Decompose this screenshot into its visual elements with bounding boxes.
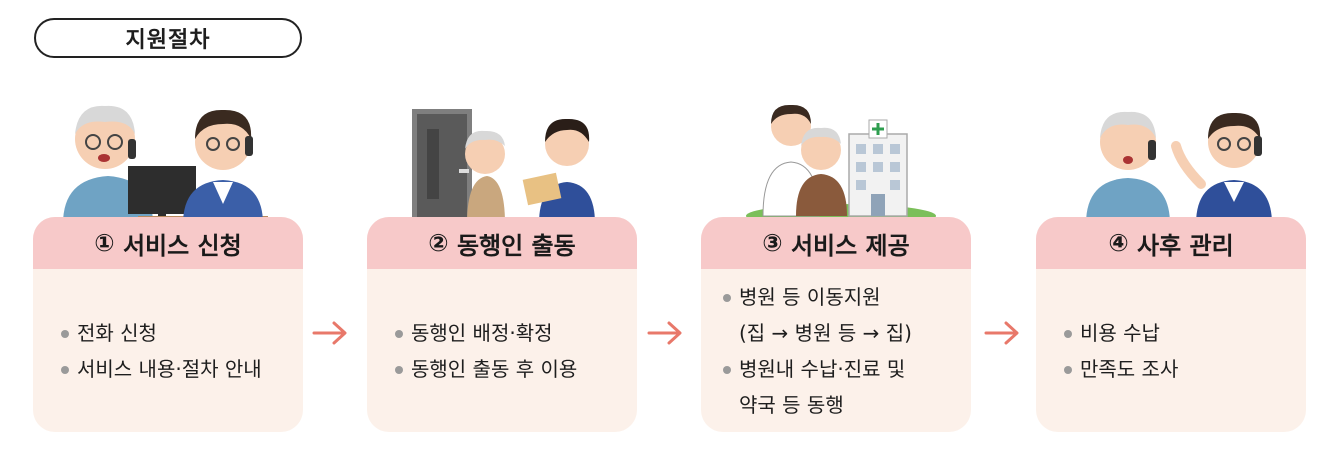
list-item: 만족도 조사 bbox=[1064, 351, 1288, 387]
phone-consultation-illustration bbox=[63, 105, 268, 224]
list-item: 전화 신청 bbox=[61, 315, 285, 351]
bullet-icon bbox=[1064, 365, 1072, 374]
step-card: ① 서비스 신청 전화 신청 서비스 내용·절차 안내 bbox=[33, 217, 303, 432]
step-2: ② 동행인 출동 동행인 배정·확정 동행인 출동 후 이용 bbox=[367, 84, 637, 434]
bullet-icon bbox=[723, 365, 731, 374]
list-item: 병원 등 이동지원 (집 → 병원 등 → 집) bbox=[723, 279, 953, 351]
list-item: 서비스 내용·절차 안내 bbox=[61, 351, 285, 387]
step-3: ③ 서비스 제공 병원 등 이동지원 (집 → 병원 등 → 집) 병원내 수납… bbox=[701, 84, 971, 434]
step-name: 서비스 제공 bbox=[790, 231, 910, 260]
step-name: 사후 관리 bbox=[1137, 231, 1234, 260]
step-card: ③ 서비스 제공 병원 등 이동지원 (집 → 병원 등 → 집) 병원내 수납… bbox=[701, 217, 971, 432]
bullet-icon bbox=[1064, 329, 1072, 338]
arrow-right-icon bbox=[312, 321, 347, 345]
step-number: ② bbox=[428, 229, 449, 257]
step-header: ② 동행인 출동 bbox=[367, 217, 637, 269]
step-number: ④ bbox=[1108, 229, 1129, 257]
step-name: 서비스 신청 bbox=[122, 231, 242, 260]
step-header: ① 서비스 신청 bbox=[33, 217, 303, 269]
step-number: ① bbox=[94, 229, 115, 257]
arrow-right-icon bbox=[647, 321, 682, 345]
step-number: ③ bbox=[762, 229, 783, 257]
door-visit-illustration bbox=[412, 109, 595, 224]
bullet-icon bbox=[395, 365, 403, 374]
bullet-icon bbox=[61, 329, 69, 338]
list-item: 동행인 출동 후 이용 bbox=[395, 351, 619, 387]
bullet-icon bbox=[61, 365, 69, 374]
list-item: 동행인 배정·확정 bbox=[395, 315, 619, 351]
bullet-icon bbox=[723, 293, 731, 302]
arrow-right-icon bbox=[984, 321, 1019, 345]
step-header: ③ 서비스 제공 bbox=[701, 217, 971, 269]
follow-up-call-illustration bbox=[1086, 111, 1272, 224]
hospital-escort-illustration bbox=[746, 104, 936, 224]
step-name: 동행인 출동 bbox=[456, 231, 576, 260]
step-card: ④ 사후 관리 비용 수납 만족도 조사 bbox=[1036, 217, 1306, 432]
list-item: 병원내 수납·진료 및 약국 등 동행 bbox=[723, 351, 953, 423]
step-card: ② 동행인 출동 동행인 배정·확정 동행인 출동 후 이용 bbox=[367, 217, 637, 432]
list-item: 비용 수납 bbox=[1064, 315, 1288, 351]
step-1: ① 서비스 신청 전화 신청 서비스 내용·절차 안내 bbox=[33, 84, 303, 434]
step-4: ④ 사후 관리 비용 수납 만족도 조사 bbox=[1036, 84, 1306, 434]
step-header: ④ 사후 관리 bbox=[1036, 217, 1306, 269]
bullet-icon bbox=[395, 329, 403, 338]
page-title: 지원절차 bbox=[34, 18, 302, 58]
